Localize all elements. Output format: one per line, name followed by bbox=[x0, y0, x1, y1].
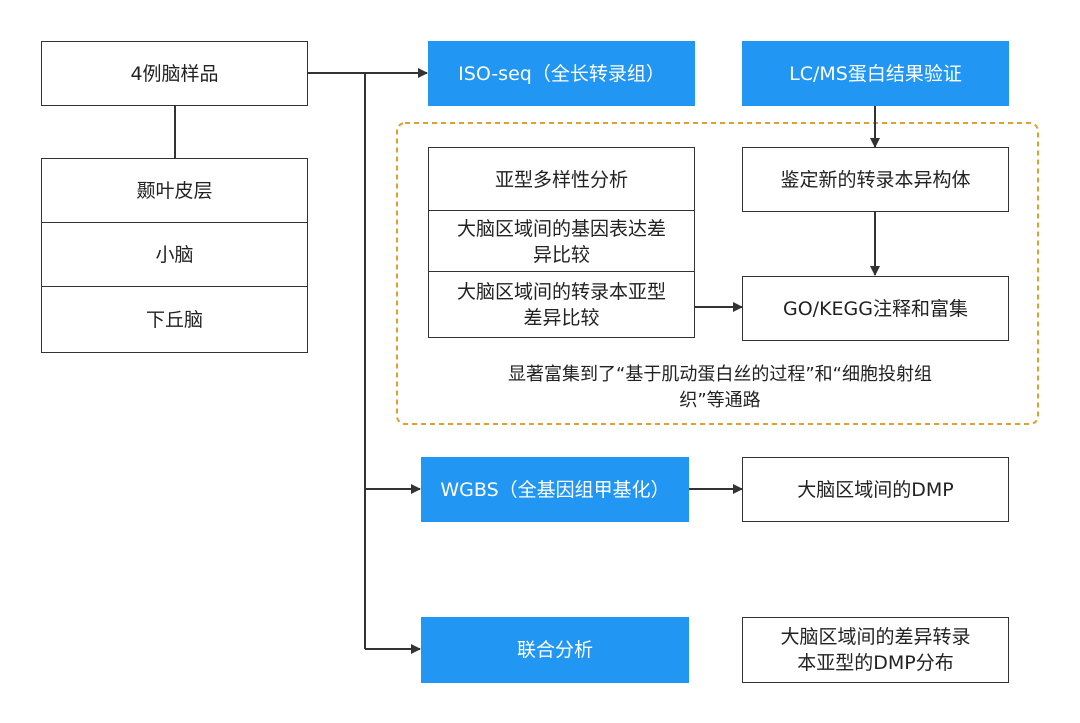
region-temporal-cortex: 颞叶皮层 bbox=[41, 158, 308, 224]
joint-result-box: 大脑区域间的差异转录本亚型的DMP分布 bbox=[742, 617, 1009, 683]
lcms-box: LC/MS蛋白结果验证 bbox=[742, 41, 1009, 106]
samples-box: 4例脑样品 bbox=[41, 41, 308, 106]
region-hypothalamus: 下丘脑 bbox=[41, 286, 308, 353]
enrichment-note: 显著富集到了“基于肌动蛋白丝的过程”和“细胞投射组织”等通路 bbox=[508, 364, 932, 411]
isoform-diff-box: 大脑区域间的转录本亚型差异比较 bbox=[428, 271, 695, 338]
iso-seq-analysis-frame bbox=[396, 122, 1039, 425]
gene-expression-diff-box: 大脑区域间的基因表达差异比较 bbox=[428, 210, 695, 273]
go-kegg-box: GO/KEGG注释和富集 bbox=[742, 276, 1009, 341]
wgbs-dmp-result-box: 大脑区域间的DMP bbox=[742, 457, 1009, 522]
joint-analysis-box: 联合分析 bbox=[421, 617, 689, 683]
isoform-diversity-box: 亚型多样性分析 bbox=[428, 147, 695, 212]
wgbs-box: WGBS（全基因组甲基化） bbox=[421, 457, 689, 522]
region-cerebellum: 小脑 bbox=[41, 222, 308, 288]
novel-isoform-box: 鉴定新的转录本异构体 bbox=[742, 147, 1009, 212]
iso-seq-box: ISO-seq（全长转录组） bbox=[428, 41, 695, 106]
